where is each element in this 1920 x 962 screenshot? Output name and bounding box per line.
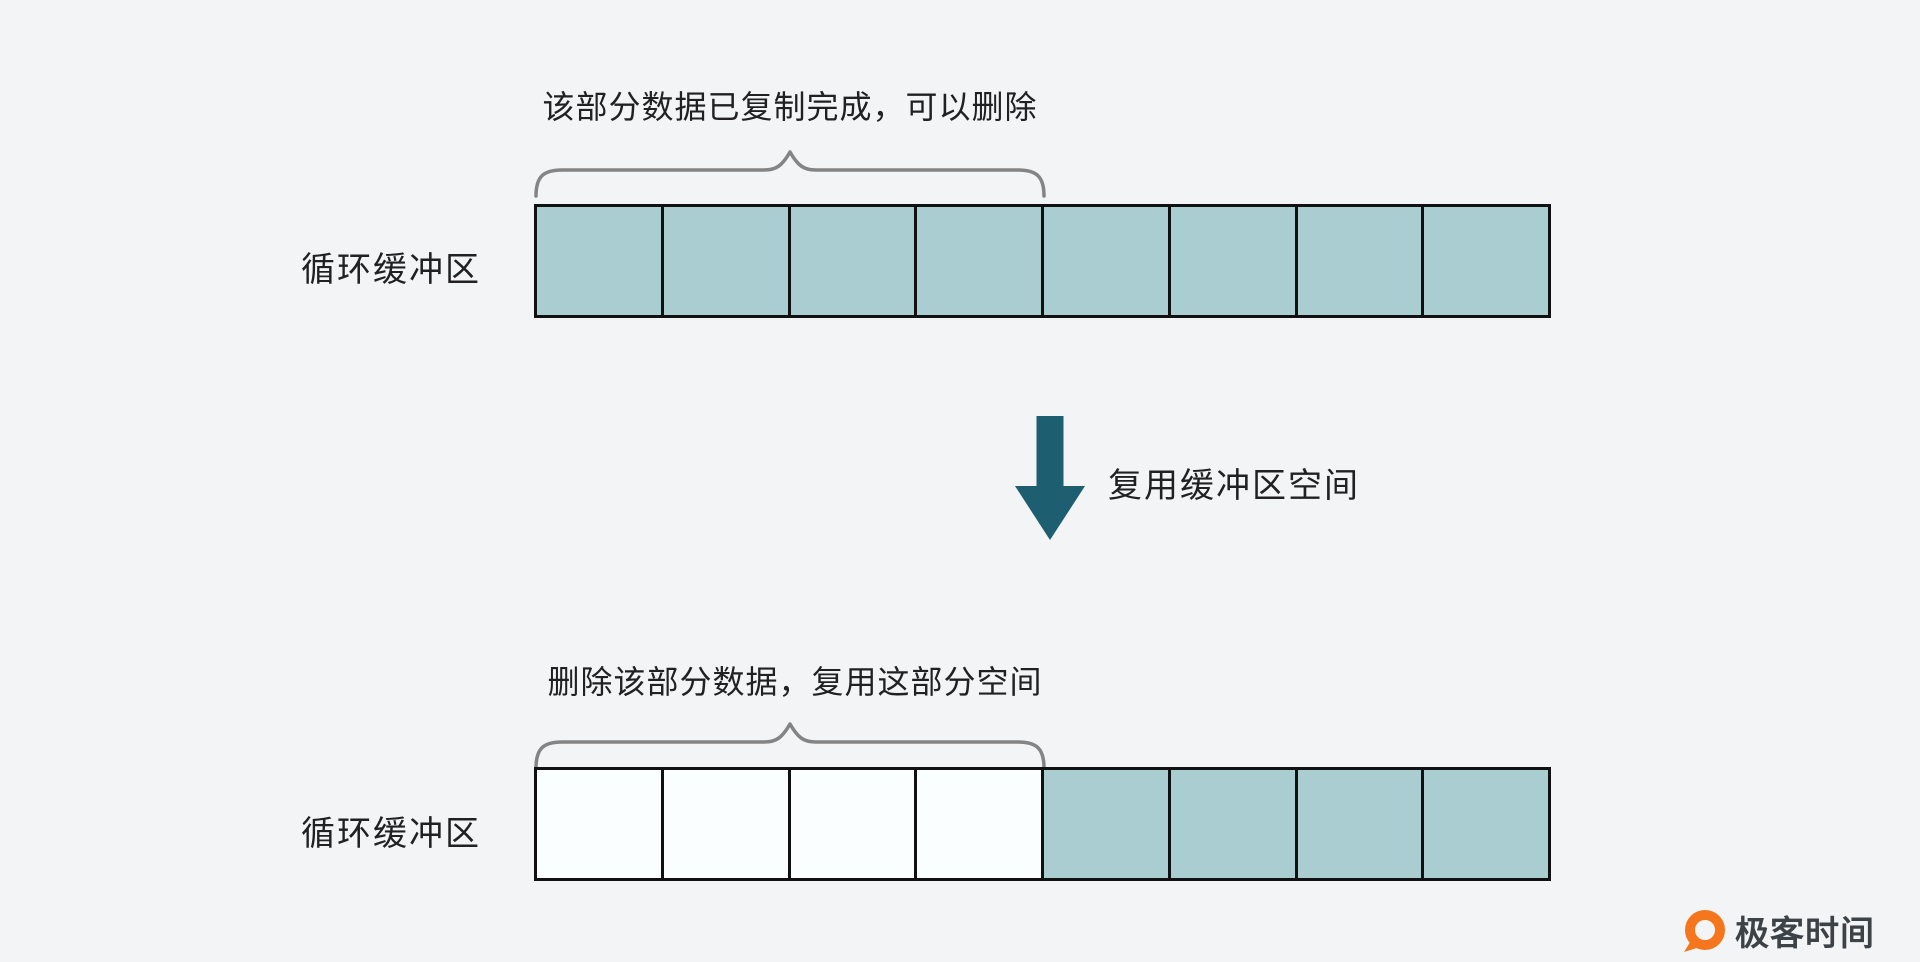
bottom-curly-brace bbox=[534, 722, 1046, 770]
buffer-cell-empty bbox=[790, 767, 918, 881]
top-buffer-cells bbox=[534, 204, 1551, 318]
brand-logo: 极客时间 bbox=[1682, 906, 1875, 955]
top-curly-brace bbox=[534, 150, 1046, 198]
buffer-cell-filled bbox=[1424, 204, 1551, 318]
top-annotation: 该部分数据已复制完成，可以删除 bbox=[542, 89, 1038, 125]
buffer-cell-empty bbox=[917, 767, 1044, 881]
geek-time-icon bbox=[1684, 909, 1725, 952]
buffer-cell-filled bbox=[1297, 767, 1425, 881]
buffer-cell-filled bbox=[1297, 204, 1425, 318]
buffer-cell-filled bbox=[1170, 204, 1298, 318]
buffer-cell-empty bbox=[534, 767, 664, 881]
transition-label: 复用缓冲区空间 bbox=[1108, 467, 1360, 505]
buffer-cell-filled bbox=[663, 204, 791, 318]
buffer-cell-filled bbox=[1044, 204, 1171, 318]
bottom-annotation: 删除该部分数据，复用这部分空间 bbox=[547, 664, 1043, 700]
top-buffer-label: 循环缓冲区 bbox=[301, 251, 481, 289]
buffer-cell-filled bbox=[1170, 767, 1298, 881]
bottom-buffer-cells bbox=[534, 767, 1551, 881]
buffer-cell-filled bbox=[1044, 767, 1171, 881]
buffer-cell-empty bbox=[663, 767, 791, 881]
brand-name: 极客时间 bbox=[1735, 915, 1875, 953]
down-arrow-icon bbox=[1015, 416, 1085, 540]
bottom-buffer-label: 循环缓冲区 bbox=[301, 815, 481, 853]
buffer-cell-filled bbox=[917, 204, 1044, 318]
buffer-cell-filled bbox=[790, 204, 918, 318]
buffer-cell-filled bbox=[534, 204, 664, 318]
buffer-cell-filled bbox=[1424, 767, 1551, 881]
